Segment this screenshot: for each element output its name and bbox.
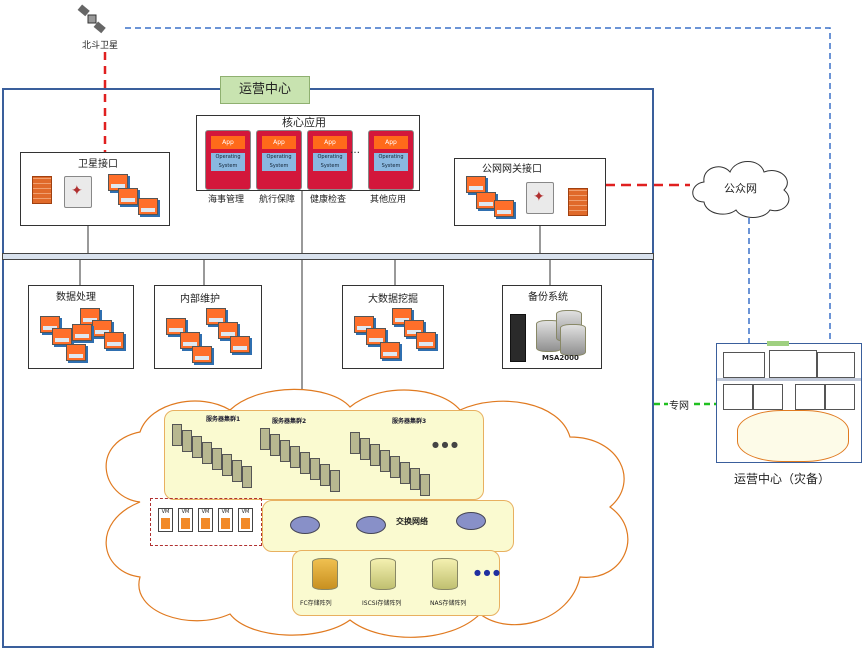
storage-disk-icon — [370, 558, 396, 590]
nas-storage-label: NAS存储阵列 — [430, 600, 467, 607]
server-icon — [230, 336, 250, 353]
private-network-label: 专网 — [668, 397, 690, 412]
rack-server-icon — [280, 440, 290, 462]
router-icon — [456, 512, 486, 530]
rack-server-icon — [222, 454, 232, 476]
backup-system-label: 备份系统 — [528, 292, 568, 303]
server-icon — [218, 322, 238, 339]
app-label-navigation: 航行保障 — [259, 195, 296, 205]
internal-maintenance-label: 内部维护 — [180, 294, 220, 305]
server-icon — [494, 200, 514, 217]
rack-server-icon — [400, 462, 410, 484]
server-icon — [66, 344, 86, 361]
backbone-bus — [2, 253, 654, 260]
server-icon — [416, 332, 436, 349]
vm-group — [150, 498, 262, 546]
rack-server-icon — [360, 438, 370, 460]
server-icon — [380, 342, 400, 359]
cluster1-label: 服务器集群1 — [206, 416, 241, 423]
server-icon — [72, 324, 92, 341]
rack-server-icon — [380, 450, 390, 472]
firewall-icon — [32, 176, 52, 204]
firewall-icon — [568, 188, 588, 216]
server-icon — [206, 308, 226, 325]
big-data-label: 大数据挖掘 — [368, 294, 418, 305]
public-network-cloud — [684, 152, 800, 222]
backup-center-thumbnail — [716, 341, 862, 463]
operation-center-title: 运营中心 — [220, 76, 310, 104]
rack-server-icon — [232, 460, 242, 482]
rack-server-icon — [330, 470, 340, 492]
cluster3-label: 服务器集群3 — [392, 418, 427, 425]
switch-network-label: 交换网络 — [396, 517, 428, 526]
storage-disk-icon — [432, 558, 458, 590]
rack-server-icon — [242, 466, 252, 488]
rack-server-icon — [370, 444, 380, 466]
switch-icon — [64, 176, 92, 208]
msa-label: MSA2000 — [542, 354, 579, 362]
iscsi-storage-label: ISCSI存储阵列 — [362, 600, 402, 607]
satellite-label: 北斗卫星 — [82, 41, 119, 51]
rack-server-icon — [182, 430, 192, 452]
rack-server-icon — [300, 452, 310, 474]
vm-icon: VM — [238, 508, 253, 532]
backup-center-label: 运营中心（灾备） — [734, 472, 831, 486]
public-network-label: 公众网 — [724, 182, 757, 195]
server-icon — [192, 346, 212, 363]
satellite-backup-link — [125, 27, 831, 345]
disk-icon — [560, 324, 586, 356]
core-apps-title: 核心应用 — [282, 116, 326, 129]
server-icon — [52, 328, 72, 345]
vm-icon: VM — [198, 508, 213, 532]
rack-server-icon — [320, 464, 330, 486]
server-icon — [104, 332, 124, 349]
rack-server-icon — [410, 468, 420, 490]
app-label-other: 其他应用 — [370, 195, 407, 205]
router-icon — [356, 516, 386, 534]
vm-icon: VM — [178, 508, 193, 532]
vm-icon: VM — [158, 508, 173, 532]
rack-server-icon — [192, 436, 202, 458]
rack-server-icon — [212, 448, 222, 470]
cluster2-label: 服务器集群2 — [272, 418, 307, 425]
rack-server-icon — [172, 424, 182, 446]
rack-server-icon — [270, 434, 280, 456]
core-apps-ellipsis: … — [350, 145, 360, 156]
vm-icon: VM — [218, 508, 233, 532]
app-label-health: 健康检查 — [310, 195, 347, 205]
app-label-maritime: 海事管理 — [208, 195, 245, 205]
storage-more-dots: ● ● ● — [474, 568, 501, 577]
rack-server-icon — [202, 442, 212, 464]
data-processing-label: 数据处理 — [56, 292, 96, 303]
rack-server-icon — [420, 474, 430, 496]
server-icon — [366, 328, 386, 345]
cluster-more-dots: ● ● ● — [432, 440, 459, 449]
storage-rack-icon — [510, 314, 526, 362]
server-icon — [476, 192, 496, 209]
server-icon — [118, 188, 138, 205]
gateway-interface-label: 公网网关接口 — [482, 164, 542, 175]
server-icon — [180, 332, 200, 349]
satellite-interface-label: 卫星接口 — [78, 159, 118, 170]
server-icon — [138, 198, 158, 215]
rack-server-icon — [260, 428, 270, 450]
switch-icon — [526, 182, 554, 214]
rack-server-icon — [390, 456, 400, 478]
router-icon — [290, 516, 320, 534]
server-icon — [466, 176, 486, 193]
storage-disk-icon — [312, 558, 338, 590]
rack-server-icon — [310, 458, 320, 480]
rack-server-icon — [290, 446, 300, 468]
server-icon — [166, 318, 186, 335]
rack-server-icon — [350, 432, 360, 454]
fc-storage-label: FC存储阵列 — [300, 600, 332, 607]
satellite-icon — [76, 4, 106, 34]
